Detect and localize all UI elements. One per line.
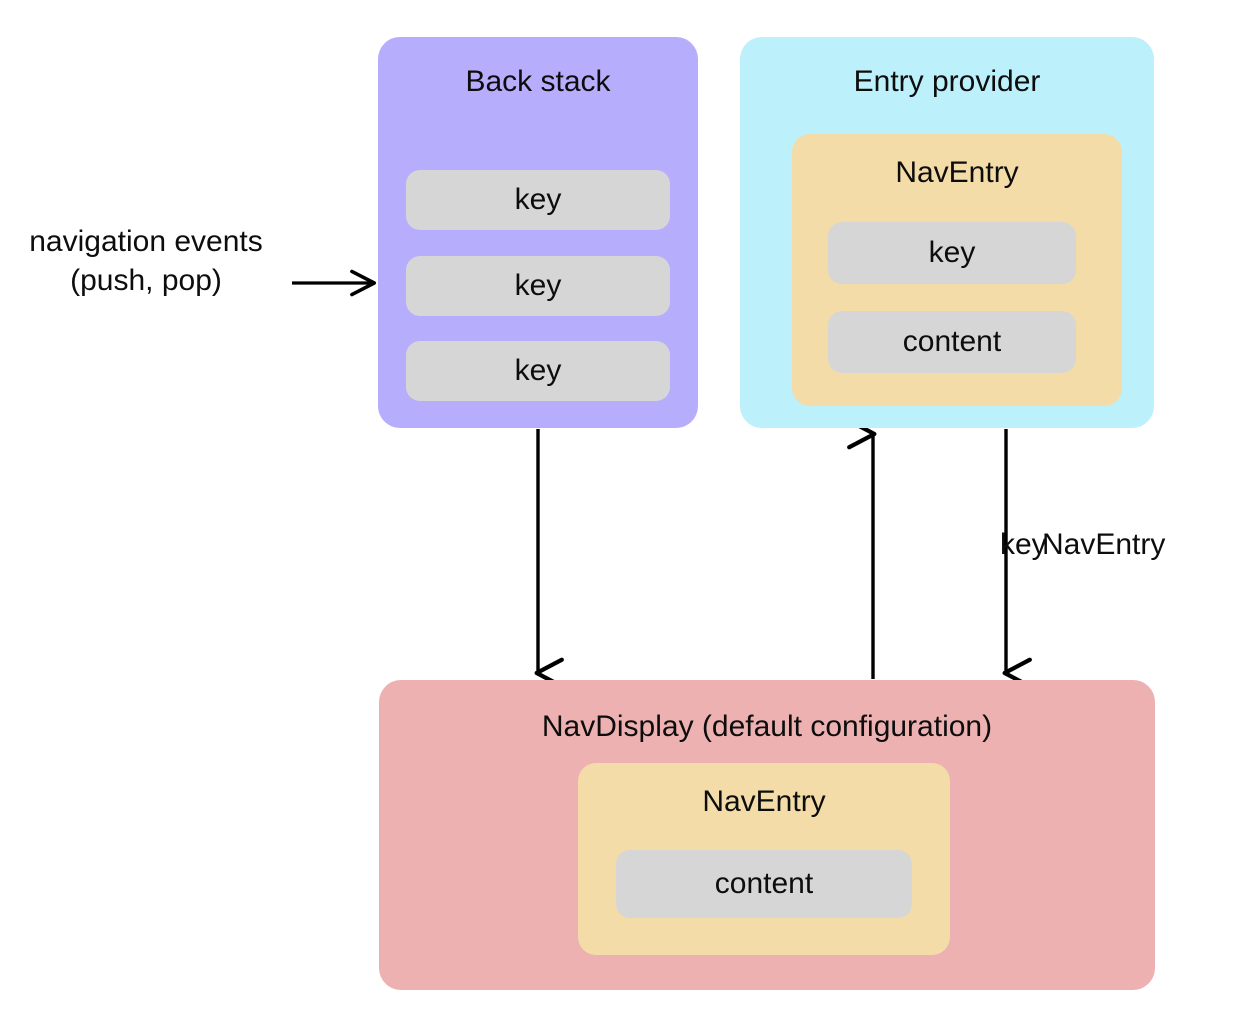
nav-display-content-chip[interactable]: content xyxy=(616,850,912,918)
entry-provider-content-chip[interactable]: content xyxy=(828,311,1076,373)
edge-label-key: key xyxy=(1000,528,1047,561)
navigation-events-label: navigation events (push, pop) xyxy=(29,225,263,297)
back-stack-key-label: key xyxy=(514,183,562,216)
nav-display-title: NavDisplay (default configuration) xyxy=(541,710,993,743)
nav-display-content-label: content xyxy=(714,867,814,900)
back-stack-key-chip[interactable]: key xyxy=(406,256,670,316)
nav-display-container: NavDisplay (default configuration) NavEn… xyxy=(379,680,1155,990)
back-stack-container: Back stack key key key xyxy=(378,37,698,428)
entry-provider-naventry-title: NavEntry xyxy=(895,156,1019,189)
entry-provider-naventry-container: NavEntry key content xyxy=(792,134,1122,406)
back-stack-title: Back stack xyxy=(465,65,611,98)
entry-provider-container: Entry provider NavEntry key content xyxy=(740,37,1154,428)
entry-provider-key-label: key xyxy=(928,236,976,269)
back-stack-key-label: key xyxy=(514,269,562,302)
entry-provider-title: Entry provider xyxy=(853,65,1041,98)
back-stack-key-label: key xyxy=(514,354,562,387)
entry-provider-key-chip[interactable]: key xyxy=(828,222,1076,284)
entry-provider-content-label: content xyxy=(902,325,1002,358)
back-stack-key-chip[interactable]: key xyxy=(406,170,670,230)
nav-display-naventry-title: NavEntry xyxy=(702,785,826,818)
edge-label-naventry: NavEntry xyxy=(1042,528,1166,561)
nav-display-naventry-container: NavEntry content xyxy=(578,763,950,955)
back-stack-key-chip[interactable]: key xyxy=(406,341,670,401)
